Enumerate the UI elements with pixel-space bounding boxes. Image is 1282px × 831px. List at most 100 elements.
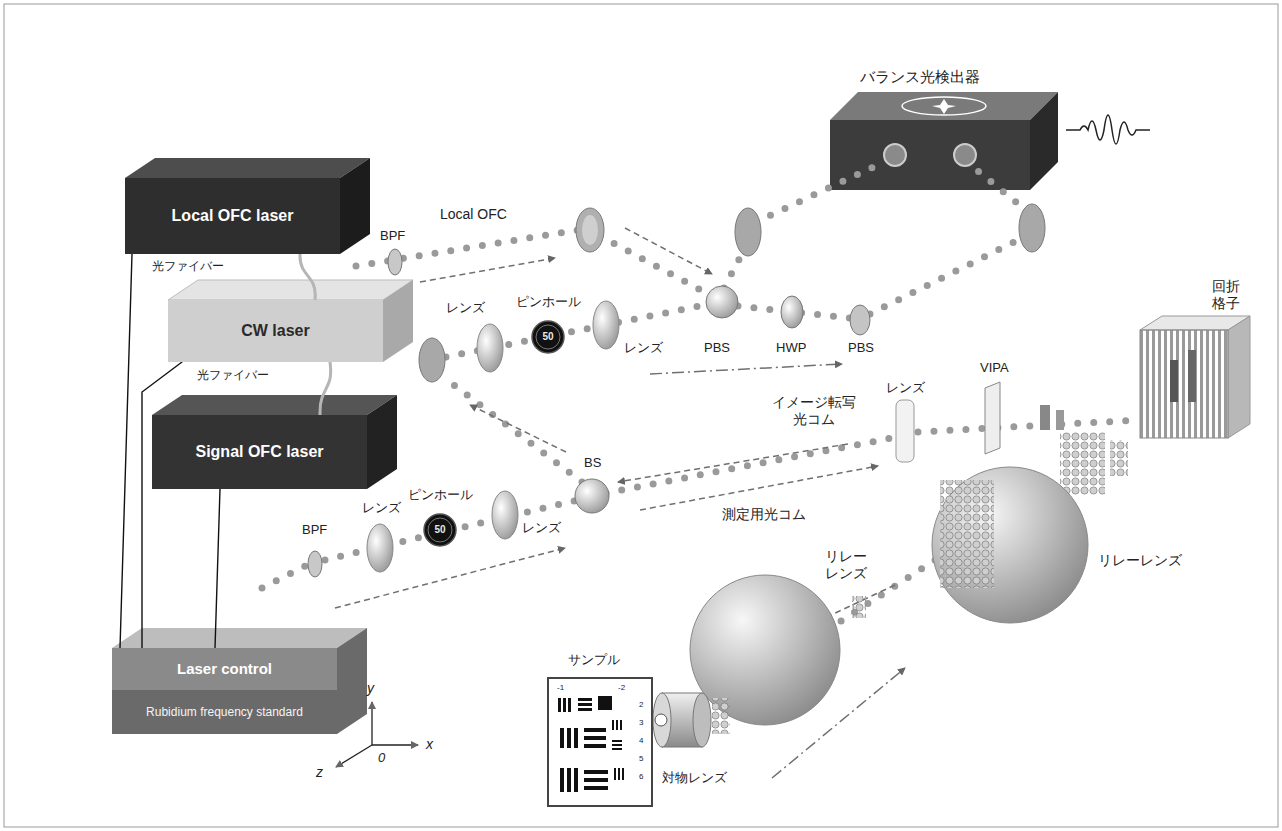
target-number: 2 xyxy=(639,700,643,710)
image-spot-array xyxy=(1060,432,1128,495)
resolution-target xyxy=(612,748,622,750)
beam-dots xyxy=(325,500,578,560)
unit-name: CW laser xyxy=(241,321,309,340)
resolution-target xyxy=(568,698,571,712)
diffraction-grating xyxy=(1188,350,1196,402)
laser-housing xyxy=(152,395,397,415)
control-band: Laser control xyxy=(112,648,337,690)
balanced-detector-body xyxy=(830,92,1058,120)
laser-unit: Local OFC laser xyxy=(125,178,340,254)
optical-component xyxy=(781,296,803,328)
resolution-target xyxy=(616,720,618,730)
resolution-target xyxy=(612,744,622,746)
beam-direction-arrow xyxy=(625,228,712,274)
resolution-target xyxy=(598,696,612,710)
image-spot-array xyxy=(852,596,866,618)
beam-direction-arrow xyxy=(618,444,848,482)
laser-unit: Signal OFC laser xyxy=(152,415,367,489)
part-label: リレー レンズ xyxy=(825,548,867,582)
balanced-detector-body xyxy=(884,144,906,166)
beam-dots xyxy=(262,162,1140,625)
target-number: 4 xyxy=(639,736,643,746)
balanced-detector-body xyxy=(954,144,976,166)
unit-name: Local OFC laser xyxy=(172,206,294,225)
fiber-label: 光ファイバー xyxy=(150,259,226,273)
coordinate-axes xyxy=(372,744,418,745)
image-spot-array xyxy=(712,698,730,734)
part-label: 測定用光コム xyxy=(722,506,806,523)
pinhole-disc xyxy=(424,514,456,546)
resolution-target xyxy=(567,728,571,748)
part-label: PBS xyxy=(848,340,874,356)
part-label: レンズ xyxy=(624,340,663,356)
balanced-detector-body xyxy=(902,97,986,115)
target-number: 5 xyxy=(639,754,643,764)
unit-name: Signal OFC laser xyxy=(195,442,323,461)
frequency-standard-band: Rubidium frequency standard xyxy=(112,690,337,734)
resolution-target xyxy=(614,768,616,780)
resolution-target xyxy=(612,720,614,730)
beam-direction-arrow xyxy=(640,466,878,510)
objective-lens xyxy=(653,693,711,747)
part-label: レンズ xyxy=(522,520,561,536)
target-number: 3 xyxy=(639,718,643,728)
resolution-target xyxy=(578,698,592,701)
resolution-target xyxy=(558,698,561,712)
resolution-target xyxy=(560,728,564,748)
diffraction-grating xyxy=(1140,330,1228,438)
laser-unit: CW laser xyxy=(168,300,383,362)
beat-waveform xyxy=(1066,115,1150,144)
optical-component xyxy=(896,400,914,462)
beam-dots xyxy=(870,238,1022,314)
balanced-detector: バランス光検出器 xyxy=(830,120,1030,190)
part-label: BPF xyxy=(380,228,405,244)
balanced-detector-body xyxy=(1030,92,1058,190)
balanced-detector-body xyxy=(932,99,956,114)
component-name: ピンホール xyxy=(516,294,581,310)
part-label: PBS xyxy=(704,340,730,356)
beam-dots xyxy=(756,162,884,222)
resolution-target xyxy=(548,678,652,806)
beam-direction-arrow xyxy=(650,364,842,374)
axis-label: 0 xyxy=(378,750,385,766)
optical-component xyxy=(1056,410,1064,430)
resolution-target xyxy=(620,720,622,730)
image-spot-array xyxy=(1060,432,1105,495)
relay-lens xyxy=(932,467,1088,623)
beam-dots xyxy=(918,420,1140,432)
target-number: -2 xyxy=(618,683,625,693)
part-label: イメージ転写 光コム xyxy=(772,394,856,428)
aperture-size: 50 xyxy=(542,331,553,343)
objective-lens xyxy=(655,714,667,726)
optical-component xyxy=(576,208,604,252)
unit-name: Laser control xyxy=(177,660,272,678)
part-label: VIPA xyxy=(980,360,1009,376)
part-label: リレーレンズ xyxy=(1098,552,1182,569)
pinhole: ピンホール50 xyxy=(423,513,457,547)
resolution-target xyxy=(584,736,606,740)
resolution-target xyxy=(578,703,592,706)
optical-component xyxy=(1019,204,1045,252)
axis-label: z xyxy=(316,764,323,781)
resolution-target xyxy=(584,770,608,774)
pinhole-ring xyxy=(428,518,452,542)
image-spot-array xyxy=(940,480,994,588)
resolution-target xyxy=(578,708,592,711)
optical-component xyxy=(706,286,738,318)
optical-component xyxy=(419,338,445,382)
part-label: 回折 格子 xyxy=(1212,278,1240,312)
coordinate-axes xyxy=(371,702,372,745)
balanced-detector-body xyxy=(830,120,1030,190)
resolution-target xyxy=(563,698,566,712)
unit-name: Rubidium frequency standard xyxy=(145,705,305,719)
beam-dots xyxy=(262,566,305,588)
optical-component xyxy=(575,479,609,513)
optical-component xyxy=(735,208,761,256)
pinhole-ring xyxy=(536,325,560,349)
resolution-target xyxy=(618,768,620,780)
beam-dots xyxy=(972,166,1028,212)
part-label: レンズ xyxy=(362,500,401,516)
laser-housing xyxy=(340,158,370,254)
coordinate-axes xyxy=(336,702,418,767)
beam-dots xyxy=(442,376,582,482)
